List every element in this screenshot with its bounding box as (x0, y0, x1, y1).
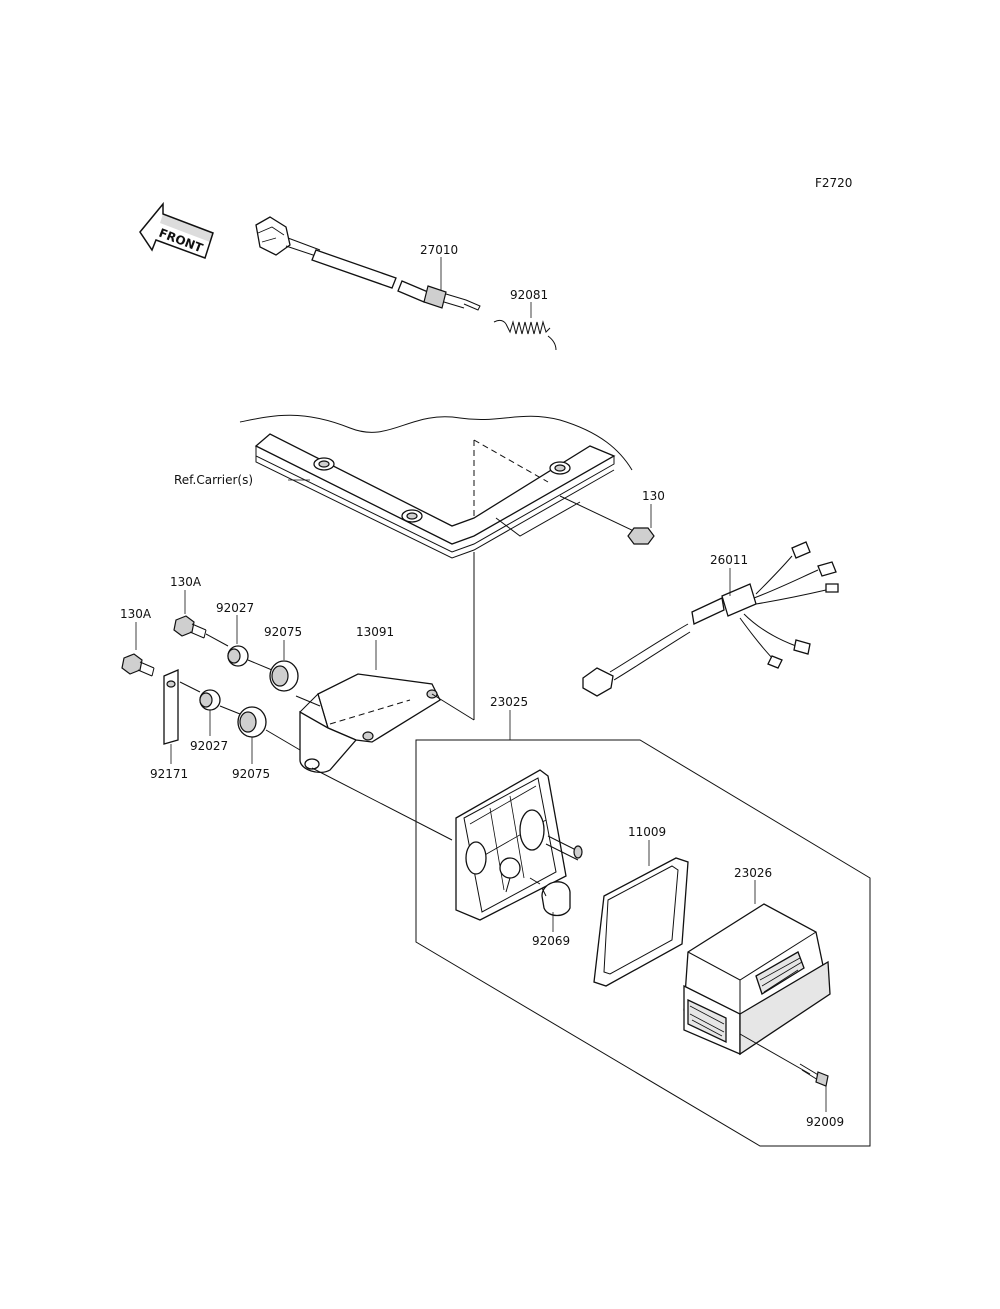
label-92027-lower: 92027 (190, 739, 228, 753)
label-130: 130 (642, 489, 665, 503)
label-92069: 92069 (532, 934, 570, 948)
bracket-92171 (163, 669, 179, 745)
label-130A-lower: 130A (120, 607, 152, 621)
bolt-130 (559, 495, 655, 545)
screw-92009 (799, 1063, 829, 1087)
label-23025: 23025 (490, 695, 528, 709)
label-92075-upper: 92075 (264, 625, 302, 639)
label-13091: 13091 (356, 625, 394, 639)
bracket-13091 (299, 673, 441, 774)
label-92075-lower: 92075 (232, 767, 270, 781)
bolt-130A-upper (173, 615, 207, 639)
bolt-130A-lower (121, 653, 155, 677)
spring-92081 (493, 319, 557, 351)
bulb-92069 (529, 877, 571, 917)
harness-26011 (582, 541, 839, 697)
label-92081: 92081 (510, 288, 548, 302)
label-92027-upper: 92027 (216, 601, 254, 615)
collar-92027-lower (199, 689, 221, 711)
grommet-92075-upper (269, 660, 299, 692)
lens-cover-23026 (683, 903, 831, 1056)
assembly-23025-outline (415, 739, 871, 1147)
label-11009: 11009 (628, 825, 666, 839)
front-arrow-icon: FRONT (139, 201, 214, 259)
carrier-reference (239, 414, 633, 720)
label-27010: 27010 (420, 243, 458, 257)
figure-code: F2720 (815, 176, 852, 190)
gasket-11009 (593, 857, 689, 987)
reference-label: Ref.Carrier(s) (174, 473, 253, 487)
label-130A-upper: 130A (170, 575, 202, 589)
label-92171: 92171 (150, 767, 188, 781)
switch-27010 (255, 216, 481, 311)
grommet-92075-lower (237, 706, 267, 738)
label-26011: 26011 (710, 553, 748, 567)
label-92009: 92009 (806, 1115, 844, 1129)
lamp-base (455, 769, 583, 921)
label-23026: 23026 (734, 866, 772, 880)
collar-92027-upper (227, 645, 249, 667)
